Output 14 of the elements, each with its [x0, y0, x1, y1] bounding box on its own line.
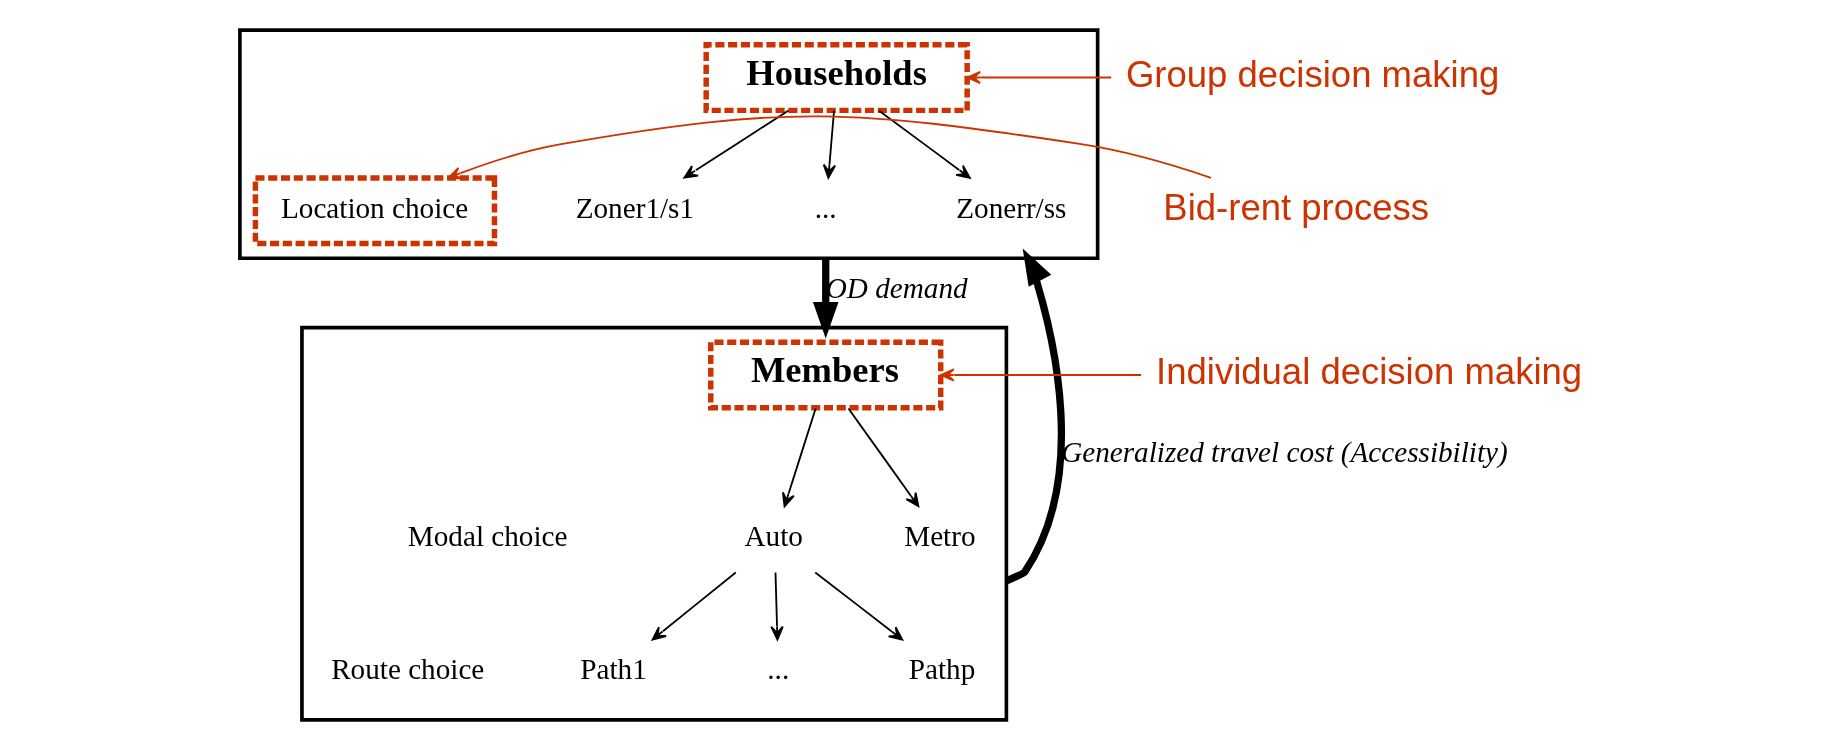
node-text: Zoner1/s1: [575, 191, 694, 224]
node-text: Group decision making: [1125, 53, 1499, 95]
node-text: Pathp: [908, 653, 975, 686]
node-text: Metro: [903, 520, 976, 553]
label: Modal choice: [407, 520, 567, 553]
node-text: ...: [766, 653, 789, 686]
node-text: Zonerr/ss: [955, 191, 1066, 224]
edge-label: Generalized travel cost (Accessibility): [1060, 436, 1508, 469]
node-text: Path1: [579, 653, 647, 686]
node-text: Bid-rent process: [1162, 186, 1429, 228]
node-text: Individual decision making: [1155, 351, 1582, 393]
label: Route choice: [330, 653, 484, 686]
node-text: Auto: [744, 520, 803, 553]
node-text: ...: [814, 191, 837, 224]
